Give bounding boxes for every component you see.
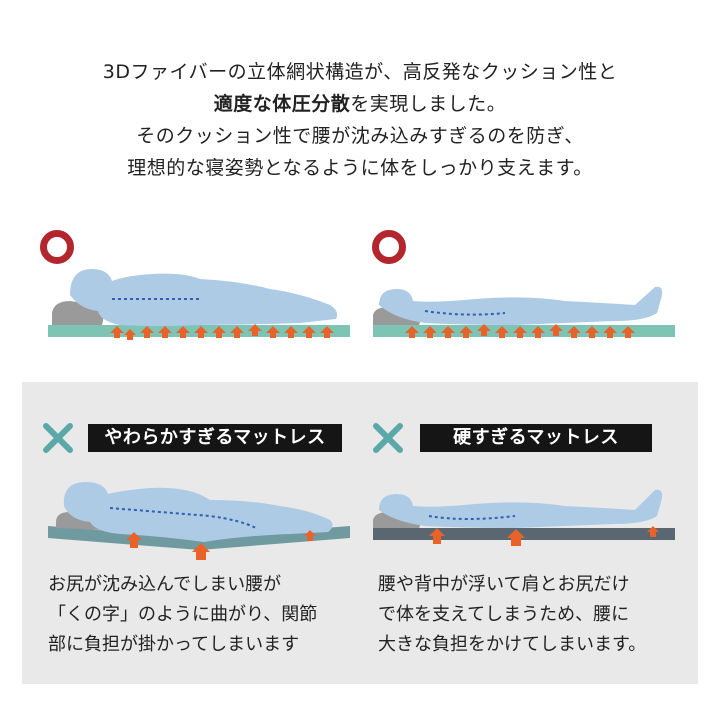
intro-line-2-bold: 適度な体圧分散 — [213, 93, 351, 115]
intro-line-2-rest: を実現しました。 — [350, 93, 507, 115]
hard-mattress-illustration — [373, 489, 675, 546]
intro-line-4: 理想的な寝姿勢となるように体をしっかり支えます。 — [127, 157, 593, 179]
hard-mattress-caption: 腰や背中が浮いて肩とお尻だけ で体を支えてしまうため、腰に 大きな負担をかけてし… — [378, 574, 647, 655]
support-arrows — [429, 526, 659, 546]
support-arrows — [126, 530, 316, 560]
back-sleeping-illustration — [373, 286, 675, 338]
cross-bad-icon — [373, 423, 403, 453]
spine-line — [428, 515, 516, 520]
sleeping-body — [379, 286, 663, 325]
intro-line-2: 適度な体圧分散を実現しました。 — [0, 88, 720, 120]
sleeping-body — [63, 482, 333, 542]
hard-mattress-label: 硬すぎるマットレス — [420, 424, 652, 452]
sleeping-body — [379, 489, 663, 528]
sleeping-body — [70, 269, 338, 326]
spine-line — [424, 310, 506, 316]
circle-good-icon — [40, 230, 74, 264]
support-arrows — [110, 324, 334, 340]
spine-line — [109, 507, 257, 529]
circle-good-icon — [372, 230, 406, 264]
soft-mattress-illustration — [48, 482, 350, 560]
intro-line-3: そのクッション性で腰が沈み込みすぎるのを防ぎ、 — [136, 125, 584, 147]
support-arrows — [405, 324, 635, 338]
side-sleeping-illustration — [48, 269, 350, 340]
intro-text: 3Dファイバーの立体網状構造が、高反発なクッション性と 適度な体圧分散を実現しま… — [0, 56, 720, 184]
soft-mattress-caption: お尻が沈み込んでしまい腰が 「くの字」のように曲がり、関節 部に負担が掛かってし… — [48, 574, 318, 655]
intro-line-1: 3Dファイバーの立体網状構造が、高反発なクッション性と — [102, 61, 618, 83]
cross-bad-icon — [43, 423, 73, 453]
soft-mattress-label: やわらかすぎるマットレス — [88, 424, 342, 452]
mattress-hard — [373, 528, 675, 540]
